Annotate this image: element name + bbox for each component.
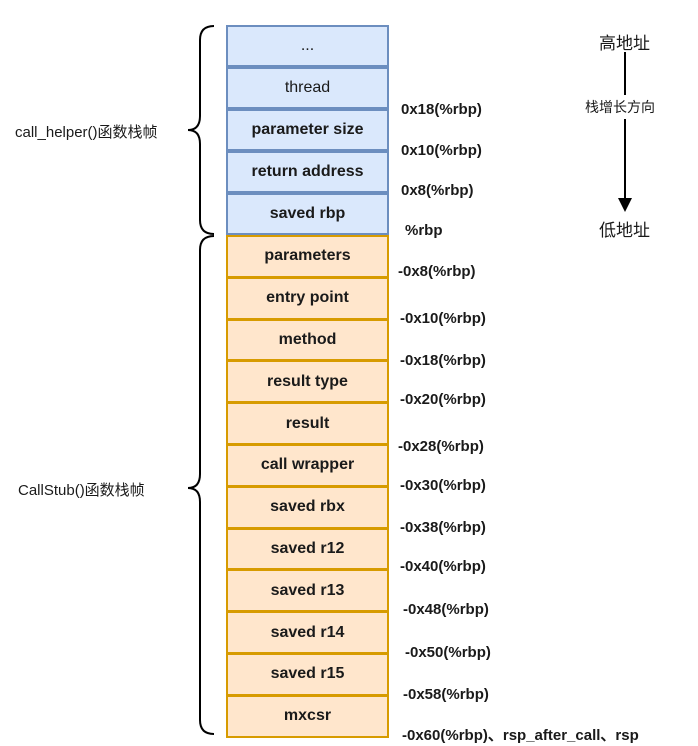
stack-cell: parameters xyxy=(226,235,389,278)
rbp-offset-label: -0x40(%rbp) xyxy=(400,558,486,575)
stack-cell: result xyxy=(226,402,389,445)
rbp-offset-label: %rbp xyxy=(405,222,443,239)
rbp-offset-label: -0x58(%rbp) xyxy=(403,686,489,703)
call-helper-frame-label: call_helper()函数栈帧 xyxy=(15,124,158,141)
stack-cell: ... xyxy=(226,25,389,67)
rbp-offset-label: 0x10(%rbp) xyxy=(401,142,482,159)
stack-cell: saved rbx xyxy=(226,485,389,529)
stack-cell: mxcsr xyxy=(226,694,389,738)
stack-cell: saved r13 xyxy=(226,569,389,613)
rbp-offset-label: -0x28(%rbp) xyxy=(398,438,484,455)
rbp-offset-label: -0x18(%rbp) xyxy=(400,352,486,369)
growth-arrow-head xyxy=(618,198,632,212)
rbp-offset-label: 0x8(%rbp) xyxy=(401,182,474,199)
rbp-offset-label: -0x30(%rbp) xyxy=(400,477,486,494)
stack-cell: result type xyxy=(226,360,389,404)
stack-cell: parameter size xyxy=(226,109,389,151)
high-address-label: 高地址 xyxy=(599,34,650,53)
stack-cell: return address xyxy=(226,151,389,193)
stack-cell: method xyxy=(226,318,389,362)
rbp-offset-label: -0x60(%rbp)、rsp_after_call、rsp xyxy=(402,727,639,744)
stack-growth-label: 栈增长方向 xyxy=(585,95,655,119)
stack-cell: call wrapper xyxy=(226,444,389,487)
callstub-brace xyxy=(187,235,215,735)
stack-cell: saved r15 xyxy=(226,653,389,696)
stack-cell: saved r14 xyxy=(226,611,389,654)
stack-cell: saved r12 xyxy=(226,527,389,571)
call-helper-brace xyxy=(187,25,215,235)
rbp-offset-label: 0x18(%rbp) xyxy=(401,101,482,118)
callstub-frame-label: CallStub()函数栈帧 xyxy=(18,482,145,499)
rbp-offset-label: -0x10(%rbp) xyxy=(400,310,486,327)
rbp-offset-label: -0x8(%rbp) xyxy=(398,263,476,280)
rbp-offset-label: -0x20(%rbp) xyxy=(400,391,486,408)
stack-cell: entry point xyxy=(226,276,389,320)
low-address-label: 低地址 xyxy=(599,221,650,240)
rbp-offset-label: -0x38(%rbp) xyxy=(400,519,486,536)
rbp-offset-label: -0x48(%rbp) xyxy=(403,601,489,618)
stack-cell: saved rbp xyxy=(226,193,389,235)
stack-cell: thread xyxy=(226,67,389,109)
rbp-offset-label: -0x50(%rbp) xyxy=(405,644,491,661)
